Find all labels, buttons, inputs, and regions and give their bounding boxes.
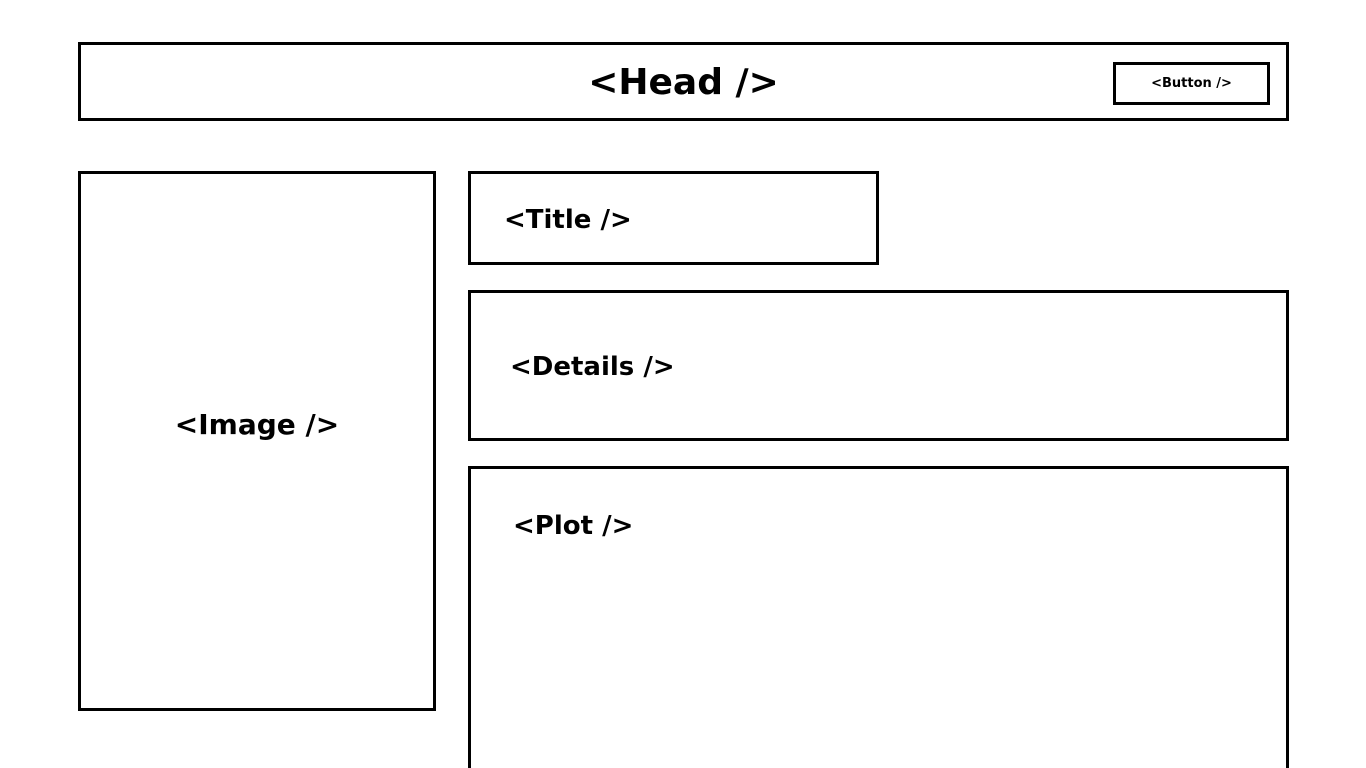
image-label: <Image />: [174, 408, 340, 441]
plot-section: <Plot />: [468, 466, 1289, 768]
image-section: <Image />: [78, 171, 436, 711]
title-section: <Title />: [468, 171, 879, 265]
details-label: <Details />: [510, 352, 675, 382]
header-button[interactable]: <Button />: [1113, 62, 1270, 105]
title-label: <Title />: [504, 205, 632, 235]
head-label: <Head />: [588, 62, 779, 103]
head-section: <Head /> <Button />: [78, 42, 1289, 121]
plot-label: <Plot />: [513, 511, 634, 541]
details-section: <Details />: [468, 290, 1289, 441]
